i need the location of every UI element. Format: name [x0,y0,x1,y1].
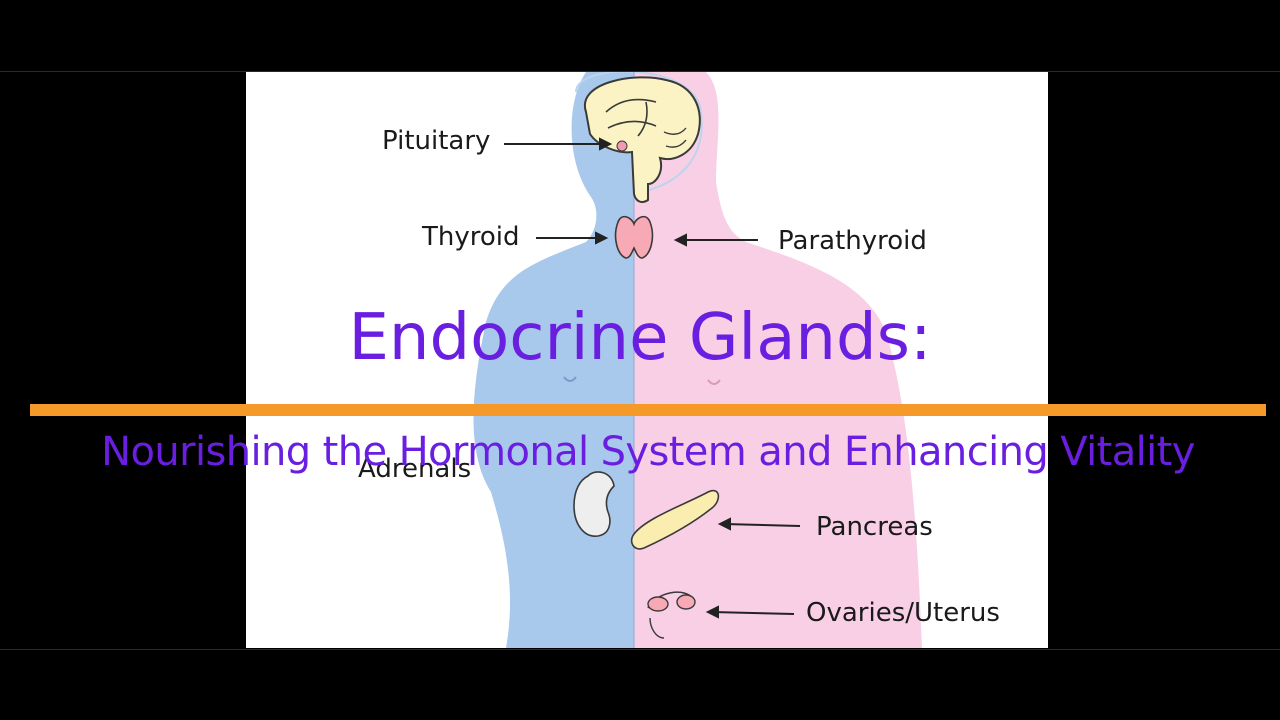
endocrine-diagram: Pituitary Thyroid Parathyroid Adrenals P… [246,72,1048,648]
overlay-subtitle: Nourishing the Hormonal System and Enhan… [101,429,1195,475]
bottom-border-line [0,649,1280,650]
ovaries-uterus-icon [647,591,696,639]
label-parathyroid: Parathyroid [778,226,927,256]
thyroid-gland-icon [614,215,654,259]
label-pancreas: Pancreas [816,512,933,542]
pancreas-icon [630,489,720,550]
label-pituitary: Pituitary [382,126,491,156]
orange-divider-bar [30,404,1266,416]
pointer-arrows [504,137,801,619]
kidney-adrenal-icon [573,471,615,537]
label-adrenals: Adrenals [358,454,472,484]
overlay-title: Endocrine Glands: [348,301,932,375]
body-silhouette [473,72,922,648]
label-thyroid: Thyroid [422,222,520,252]
label-ovaries-uterus: Ovaries/Uterus [806,598,1000,628]
brain-icon [583,76,701,203]
